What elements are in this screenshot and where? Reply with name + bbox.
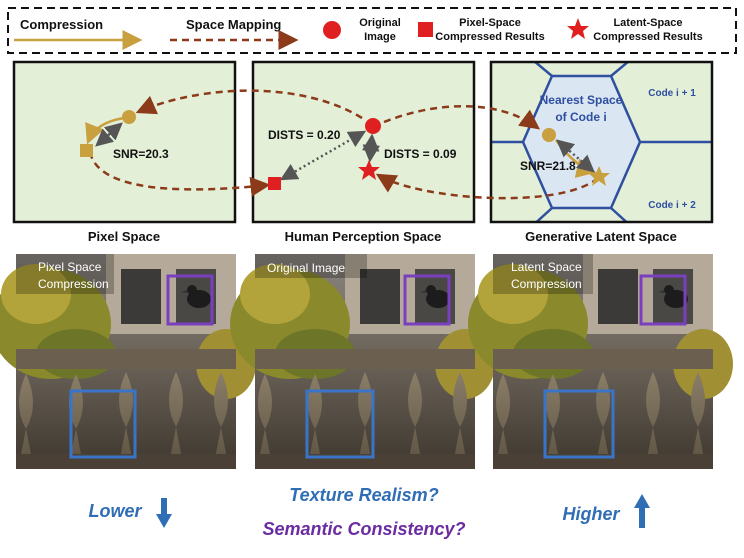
- legend-pixel-line2: Compressed Results: [435, 31, 544, 43]
- distance-human-latent: [362, 133, 380, 163]
- distance-pixel: [95, 122, 123, 147]
- latent-compressed-point: [588, 166, 610, 186]
- legend-latent: Latent-Space Compressed Results: [567, 17, 703, 43]
- distance-arrows: [95, 122, 595, 181]
- points: [80, 110, 610, 190]
- legend-original-line1: Original: [359, 17, 401, 29]
- pixel-square-icon: [418, 22, 433, 37]
- legend-pixel-line1: Pixel-Space: [459, 17, 521, 29]
- crop-box-purple: [403, 274, 451, 326]
- pixel-space-panel: Pixel Space: [12, 60, 237, 244]
- human-original-point: [365, 118, 381, 134]
- pixel-compressed-point: [80, 144, 93, 157]
- legend-compression-label: Compression: [20, 17, 103, 32]
- latent-snr-label: SNR=21.8: [520, 159, 576, 173]
- nearest-label-line1: Nearest Space: [540, 93, 623, 107]
- space-mapping-arrows: [88, 89, 599, 200]
- crop-box-blue: [69, 389, 137, 459]
- original-circle-icon: [323, 21, 341, 39]
- higher-label: Higher: [562, 504, 620, 524]
- panel-title: Generative Latent Space: [525, 229, 677, 244]
- hex-edge: [534, 207, 553, 222]
- legend-compression: Compression: [14, 17, 143, 50]
- photo-latent-compression: Latent Space Compression: [468, 254, 733, 469]
- panel-title: Pixel Space: [88, 229, 160, 244]
- panel-border: [489, 60, 714, 224]
- crop-box-blue: [305, 389, 375, 459]
- legend: Compression Space Mapping Original Image…: [7, 7, 737, 54]
- hex-edge: [533, 62, 553, 77]
- nearest-label-line2: of Code i: [555, 110, 606, 124]
- photo-pixel-compression: Pixel Space Compression: [0, 254, 256, 469]
- crop-box-purple: [166, 274, 214, 326]
- panel-bg: [12, 60, 237, 224]
- mapping-arrow-original-to-latent: [383, 104, 541, 130]
- latent-space-panel: Nearest Space of Code i Code i + 1 Code …: [489, 60, 714, 244]
- pixel-original-point: [122, 110, 136, 124]
- photo-label-line2: Compression: [511, 277, 582, 291]
- legend-latent-line1: Latent-Space: [613, 17, 682, 29]
- legend-original-line2: Image: [364, 31, 396, 43]
- human-pixel-point: [268, 177, 281, 190]
- up-arrow-icon: [634, 494, 650, 528]
- pixel-snr-label: SNR=20.3: [113, 147, 169, 161]
- panel-title: Human Perception Space: [285, 229, 442, 244]
- mapping-arrow-original-to-pixel: [135, 89, 363, 120]
- photo-image: [230, 254, 495, 469]
- down-arrow-icon: [156, 498, 172, 528]
- crop-box-blue: [543, 389, 615, 459]
- panel-bg: [251, 60, 476, 224]
- code-next2-label: Code i + 2: [648, 200, 696, 211]
- photo-original: Original Image: [230, 254, 495, 469]
- latent-star-icon: [567, 18, 589, 39]
- hex-edge: [610, 62, 630, 77]
- code-next-label: Code i + 1: [648, 88, 696, 99]
- human-latent-point: [358, 160, 380, 180]
- photo-label-bg: [493, 254, 593, 294]
- dists-latent-label: DISTS = 0.09: [384, 147, 457, 161]
- photo-label-bg: [255, 254, 367, 278]
- legend-original: Original Image: [323, 17, 401, 43]
- photo-label-line1: Pixel Space: [38, 260, 102, 274]
- photo-label-bg: [16, 254, 114, 294]
- distance-human-pixel: [279, 130, 367, 181]
- legend-space-mapping-label: Space Mapping: [186, 17, 281, 32]
- bottom-row: Lower Texture Realism? Semantic Consiste…: [88, 485, 650, 539]
- legend-latent-line2: Compressed Results: [593, 31, 702, 43]
- texture-realism-label: Texture Realism?: [289, 485, 438, 505]
- photo-label-line2: Compression: [38, 277, 109, 291]
- mapping-arrow-pixel-out: [88, 151, 271, 197]
- lower-label: Lower: [88, 501, 142, 521]
- photo-label-line1: Latent Space: [511, 260, 582, 274]
- mapping-arrow-latent-back: [375, 173, 599, 200]
- latent-original-point: [542, 128, 556, 142]
- photo-label: Original Image: [267, 261, 345, 275]
- legend-space-mapping: Space Mapping: [170, 17, 299, 50]
- dists-pixel-label: DISTS = 0.20: [268, 128, 341, 142]
- crop-box-purple: [639, 274, 687, 326]
- hex-edge: [610, 207, 629, 222]
- semantic-consistency-label: Semantic Consistency?: [262, 519, 465, 539]
- legend-pixel: Pixel-Space Compressed Results: [418, 17, 545, 43]
